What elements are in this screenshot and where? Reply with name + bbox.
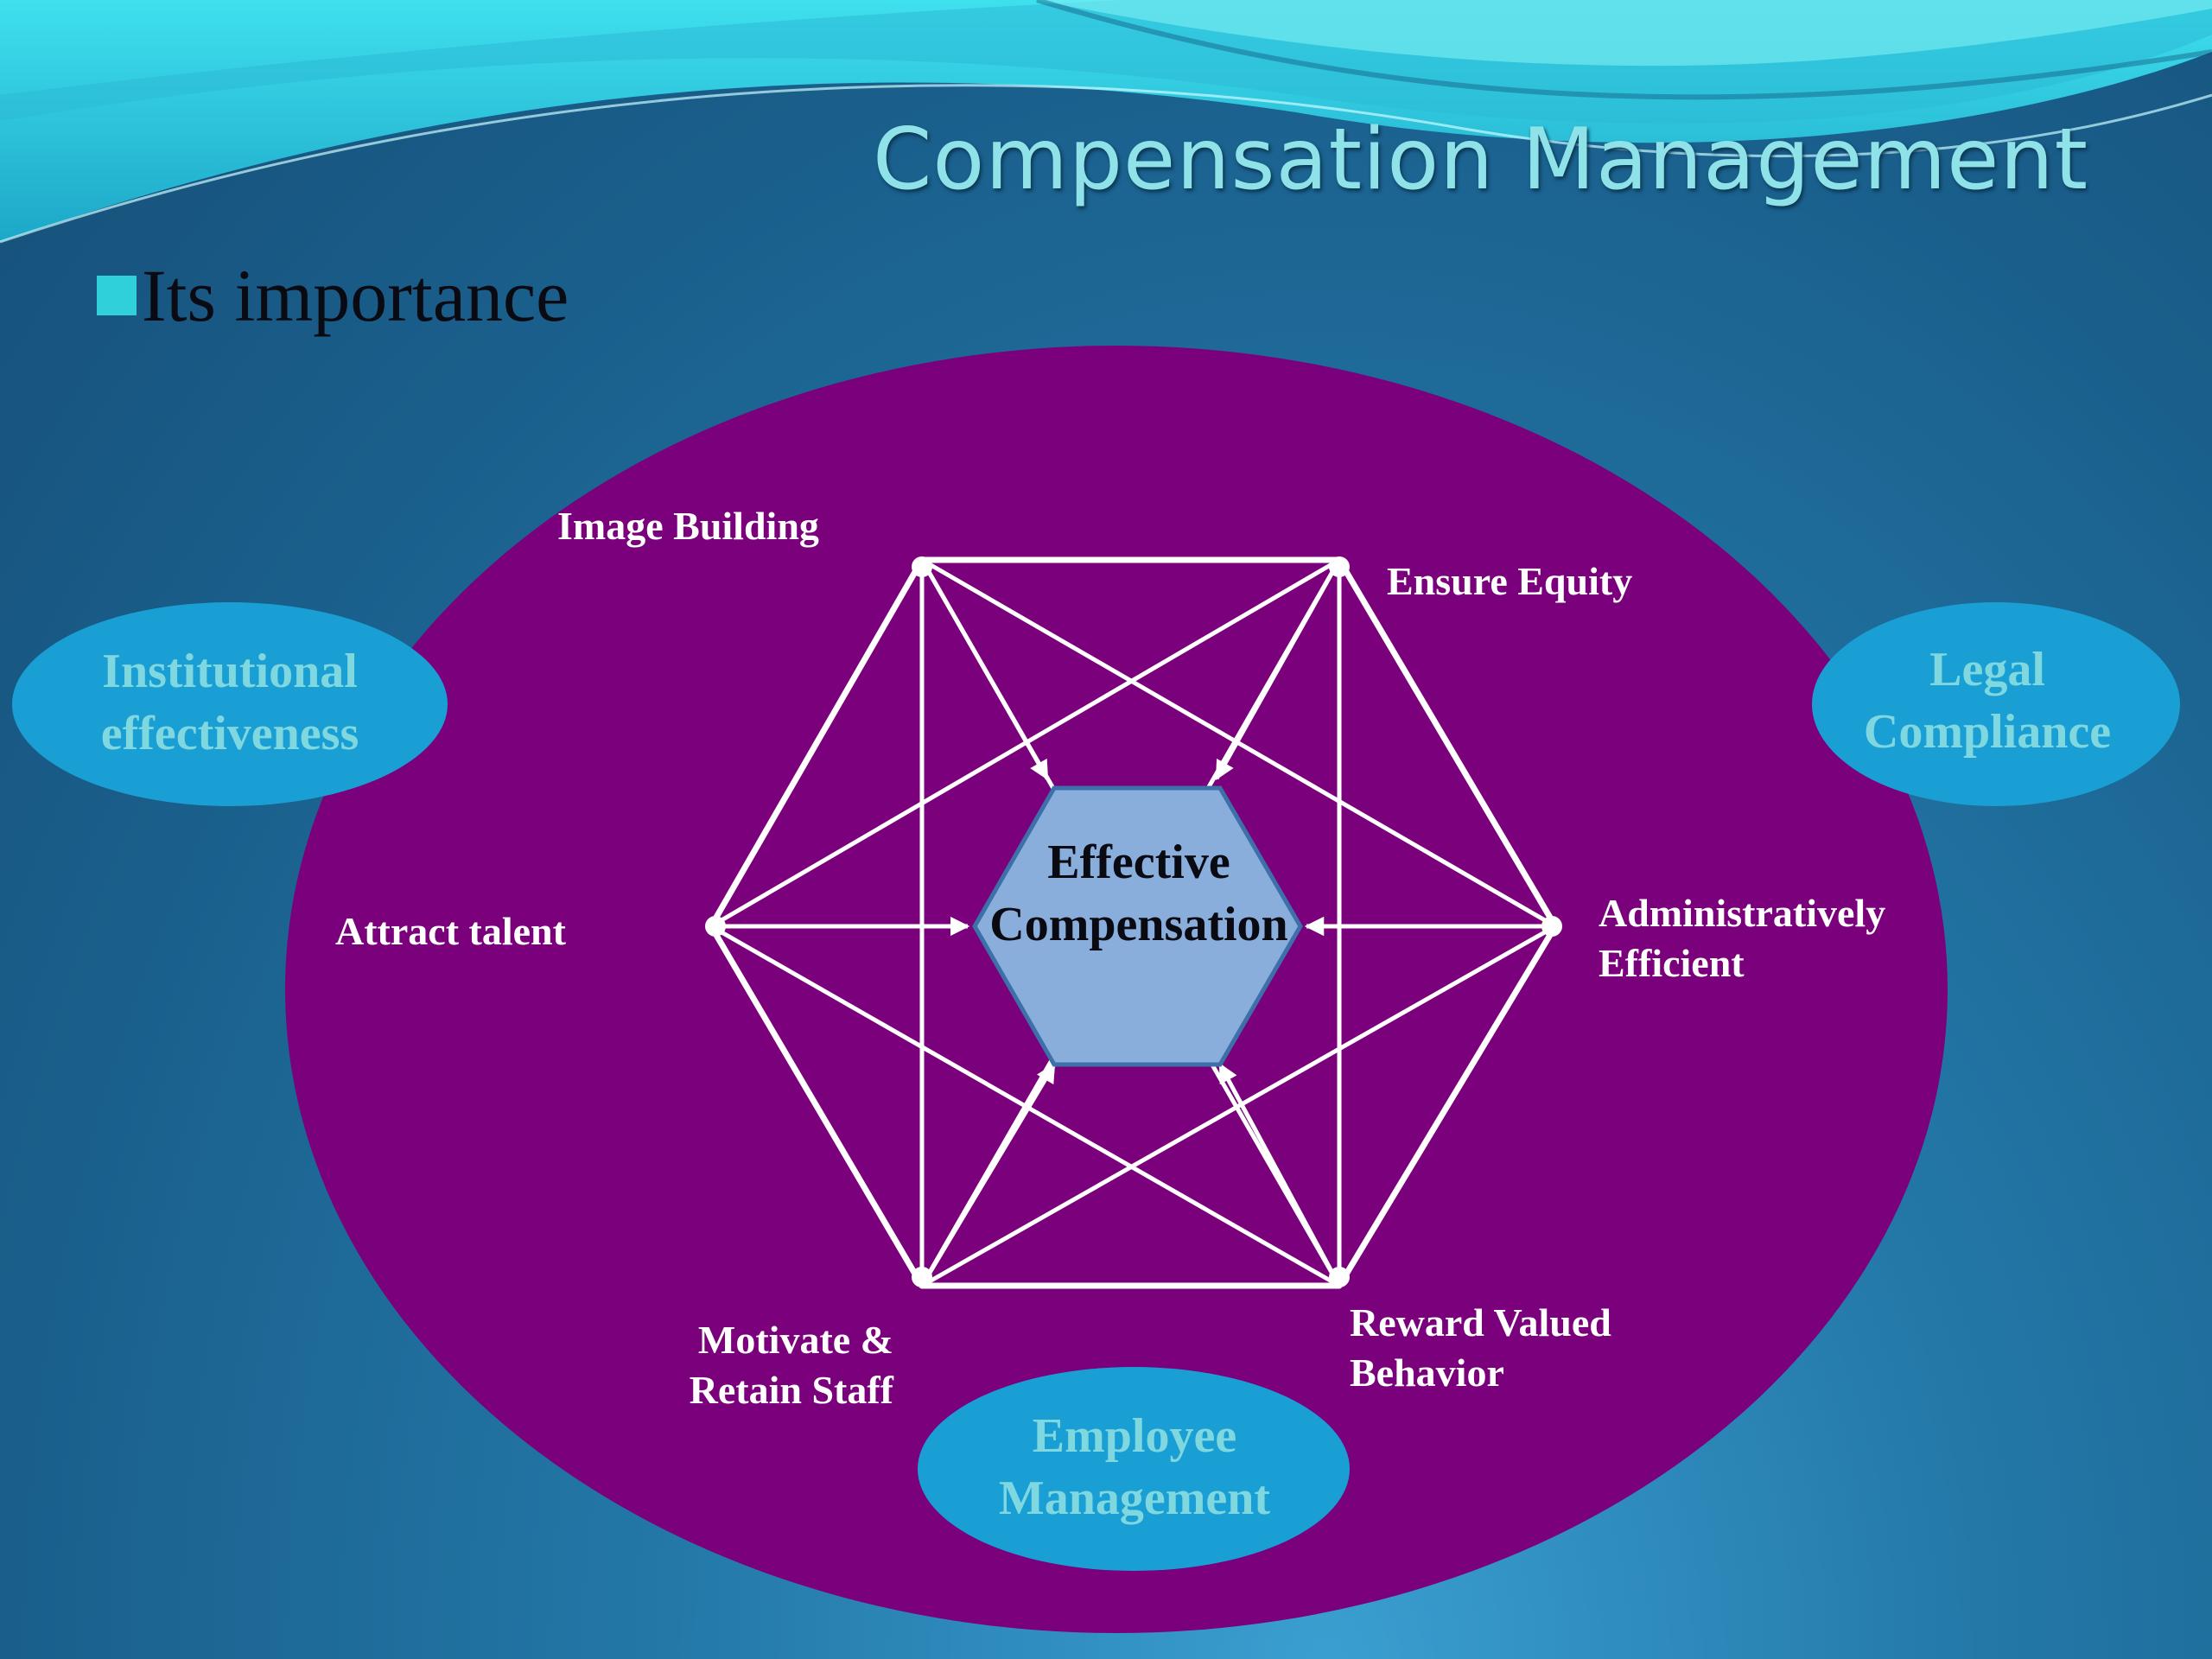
center-label: Effective Compensation (957, 831, 1320, 956)
arrows-to-center (711, 558, 1555, 1287)
center-hexagon (972, 785, 1303, 1067)
label-motivate-retain: Motivate & Retain Staff (677, 1315, 893, 1415)
arrow (1214, 558, 1342, 780)
label-motivate-retain-line2: Retain Staff (689, 1368, 893, 1412)
label-reward-valued-line2: Behavior (1350, 1351, 1504, 1395)
arrow (919, 558, 1050, 780)
oval-legal-line2: Compliance (1863, 705, 2112, 759)
oval-legal-label: Legal Compliance (1823, 639, 2152, 763)
label-image-building: Image Building (557, 504, 819, 548)
label-motivate-retain-line1: Motivate & (697, 1318, 893, 1362)
oval-institutional-label: Institutional effectiveness (48, 640, 411, 765)
oval-employee-line1: Employee (1032, 1409, 1237, 1463)
label-admin-efficient-line1: Administratively (1599, 891, 1886, 935)
oval-institutional-line2: effectiveness (100, 707, 359, 760)
oval-legal-line1: Legal (1929, 643, 2045, 696)
bullet-item: Its importance (97, 252, 569, 339)
oval-employee-label: Employee Management (957, 1405, 1312, 1529)
arrow (1217, 1063, 1342, 1287)
arrow (919, 1063, 1057, 1287)
label-reward-valued: Reward Valued Behavior (1350, 1298, 1611, 1398)
label-admin-efficient: Administratively Efficient (1599, 888, 1885, 988)
bullet-text: Its importance (142, 254, 569, 337)
label-admin-efficient-line2: Efficient (1599, 941, 1745, 985)
wave-decoration (1037, 0, 2212, 67)
oval-institutional (12, 602, 448, 806)
vertex-dot (1329, 1267, 1350, 1287)
oval-institutional-line1: Institutional (102, 645, 358, 698)
label-ensure-equity: Ensure Equity (1387, 559, 1633, 603)
label-reward-valued-line1: Reward Valued (1350, 1300, 1611, 1344)
label-attract-talent: Attract talent (335, 909, 566, 953)
oval-employee-line2: Management (998, 1471, 1271, 1525)
vertex-dot (1541, 916, 1562, 937)
center-label-line1: Effective (1047, 836, 1230, 889)
oval-legal (1812, 602, 2180, 806)
vertex-dot (912, 1267, 932, 1287)
vertex-dot (705, 916, 726, 937)
center-label-line2: Compensation (989, 898, 1288, 951)
bullet-square-icon (97, 276, 137, 315)
wave-decoration (0, 84, 2212, 244)
vertex-nodes (705, 556, 1562, 1287)
wave-decoration (1036, 0, 2212, 100)
slide-title: Compensation Management (873, 111, 2089, 209)
oval-employee (918, 1367, 1350, 1571)
vertex-dot (1329, 556, 1350, 577)
vertex-dot (912, 556, 932, 577)
